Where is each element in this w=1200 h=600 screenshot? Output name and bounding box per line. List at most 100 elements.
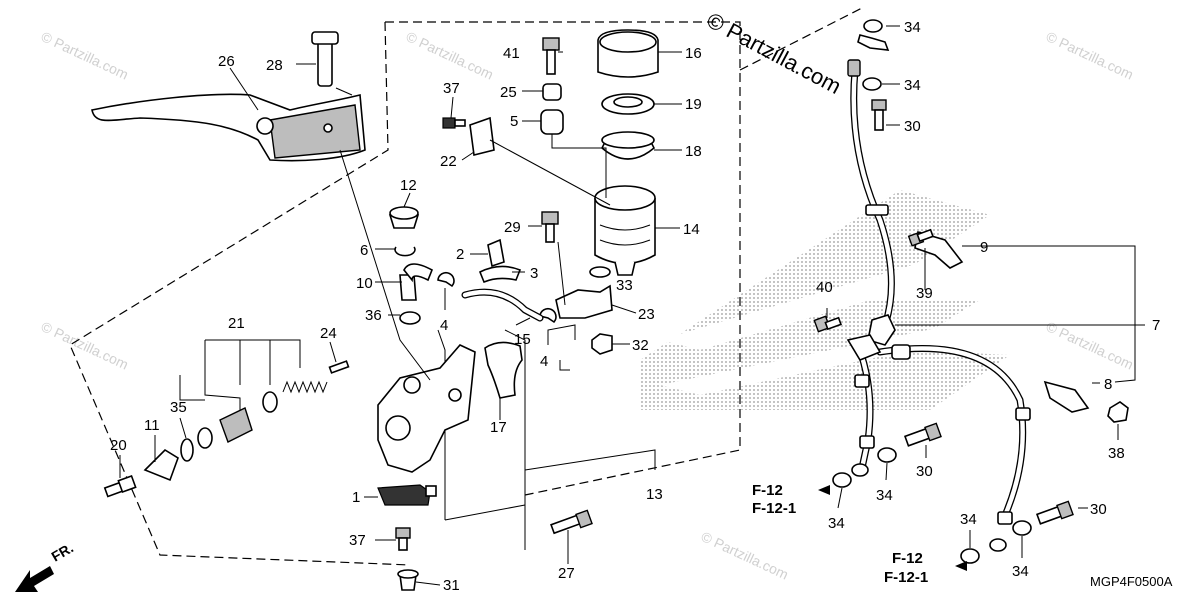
switch-screw [395, 527, 411, 551]
bracket-line [444, 504, 526, 521]
partzilla-watermark: © Partzilla.com [703, 7, 846, 99]
bracket-line [205, 339, 271, 385]
bracket-line [204, 340, 241, 410]
stay-collar [589, 266, 611, 278]
bracket-line [437, 329, 446, 520]
callout-34: 34 [828, 515, 845, 532]
ref-f12: F-12 [752, 482, 783, 499]
callout-5: 5 [510, 113, 518, 130]
leader-lines [119, 25, 1145, 586]
callout-33: 33 [616, 277, 633, 294]
callout-19: 19 [685, 96, 702, 113]
watermark-text: © Partzilla.com [39, 318, 131, 372]
reservoir-diaphragm [601, 131, 655, 160]
callout-27: 27 [558, 565, 575, 582]
joint-screw [487, 238, 505, 268]
callout-30: 30 [916, 463, 933, 480]
collar [542, 83, 562, 101]
hose-clip [394, 246, 416, 257]
hose-clip-small [437, 271, 455, 288]
group-outline-hose [739, 7, 863, 71]
callout-6: 6 [360, 242, 368, 259]
bracket-line [504, 329, 526, 550]
callout-39: 39 [916, 285, 933, 302]
push-rod [103, 474, 137, 498]
callout-18: 18 [685, 143, 702, 160]
callout-labels: 26 28 41 25 5 16 19 18 14 37 22 12 6 10 … [110, 19, 1160, 594]
callout-11: 11 [144, 417, 160, 434]
clip-screw [442, 117, 466, 129]
callout-7: 7 [1152, 317, 1160, 334]
joint-clamp [478, 265, 522, 284]
callout-36: 36 [365, 307, 382, 324]
bracket-line [179, 375, 205, 401]
callout-16: 16 [685, 45, 702, 62]
hose-clamp [469, 116, 495, 156]
callout-13: 13 [646, 486, 663, 503]
callout-28: 28 [266, 57, 283, 74]
callout-34: 34 [1012, 563, 1029, 580]
circlip [180, 438, 194, 462]
pivot-cap [397, 569, 419, 591]
watermark-text: © Partzilla.com [39, 28, 131, 82]
callout-15: 15 [514, 331, 531, 348]
callout-20: 20 [110, 437, 127, 454]
callout-38: 38 [1108, 445, 1125, 462]
front-direction-arrow-icon: FR. [15, 539, 76, 592]
callout-37: 37 [349, 532, 366, 549]
front-stop-switch [377, 484, 437, 506]
master-cylinder-holder [484, 341, 523, 399]
brake-lever [91, 93, 366, 162]
callout-17: 17 [490, 419, 507, 436]
master-cylinder-body [377, 344, 476, 473]
rubber-mount [540, 109, 564, 135]
section-reference-1: F-12 F-12-1 [752, 482, 830, 517]
hose-fittings [846, 34, 1031, 552]
group-outline-reservoir [385, 21, 741, 496]
hose-clip-small [539, 307, 557, 324]
callout-1: 1 [352, 489, 360, 506]
reservoir-stay [555, 284, 613, 319]
callout-31: 31 [443, 577, 460, 594]
callout-40: 40 [816, 279, 833, 296]
washer [197, 427, 213, 449]
callout-35: 35 [170, 399, 187, 416]
sealing-washers [832, 19, 1032, 564]
ref-f12-1: F-12-1 [884, 569, 928, 586]
watermark-text: © Partzilla.com [699, 528, 791, 582]
ref-f12: F-12 [892, 550, 923, 567]
callout-34: 34 [904, 77, 921, 94]
callout-34: 34 [876, 487, 893, 504]
group-brackets [179, 329, 656, 550]
hose-guide-clamp [914, 230, 964, 269]
joint-bolt [813, 315, 842, 333]
piston-assembly [219, 407, 253, 443]
front-label: FR. [49, 539, 77, 564]
callout-14: 14 [683, 221, 700, 238]
callout-41: 41 [503, 45, 520, 62]
brake-hose-right [876, 344, 1027, 524]
hose-lower-clamp [1043, 380, 1090, 413]
bracket-line [524, 449, 656, 471]
boot-cap [388, 206, 420, 229]
callout-30: 30 [1090, 501, 1107, 518]
oil-bolts [871, 99, 1074, 525]
reservoir-plate [601, 93, 655, 115]
callout-4: 4 [540, 353, 548, 370]
clamp-nut [1107, 401, 1129, 423]
holder-bolt [550, 509, 593, 535]
callout-23: 23 [638, 306, 655, 323]
dust-boot [143, 448, 179, 482]
callout-3: 3 [530, 265, 538, 282]
callout-29: 29 [504, 219, 521, 236]
callout-9: 9 [980, 239, 988, 256]
clamp-bolt [907, 228, 934, 247]
callout-8: 8 [1104, 376, 1112, 393]
piston-cup [262, 391, 278, 413]
callout-37: 37 [443, 80, 460, 97]
callout-30: 30 [904, 118, 921, 135]
reservoir-cap [597, 29, 659, 78]
ref-arrow-icon [955, 561, 967, 571]
section-reference-2: F-12 F-12-1 [884, 550, 967, 586]
